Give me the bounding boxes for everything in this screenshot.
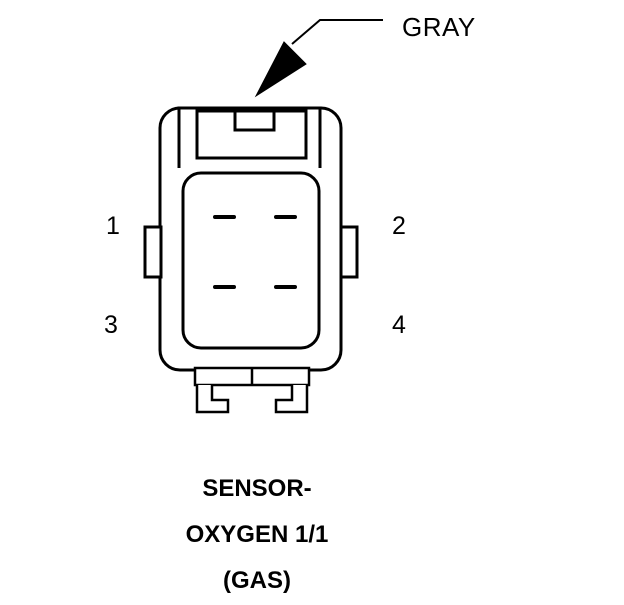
bottom-clip-right: [274, 385, 309, 414]
color-arrow-head: [254, 41, 307, 98]
pin-label-4: 4: [392, 311, 406, 339]
latch-notch: [233, 111, 276, 132]
pin-label-3: 3: [104, 311, 118, 339]
side-key-left: [143, 225, 163, 279]
pin-label-2: 2: [392, 212, 406, 240]
pin-label-1: 1: [106, 212, 120, 240]
caption-line-1: SENSOR-: [202, 475, 312, 502]
terminal-cavity: [181, 171, 321, 350]
locking-latch: [195, 109, 308, 160]
color-leader-line: [291, 19, 383, 45]
side-key-right: [339, 225, 359, 279]
caption-line-2: OXYGEN 1/1: [185, 521, 329, 548]
locking-latch-outer: [177, 106, 322, 168]
connector-housing: [158, 106, 343, 372]
wire-color-label: GRAY: [402, 12, 476, 42]
bottom-clip-left: [195, 385, 230, 414]
caption-line-3: (GAS): [223, 567, 291, 594]
